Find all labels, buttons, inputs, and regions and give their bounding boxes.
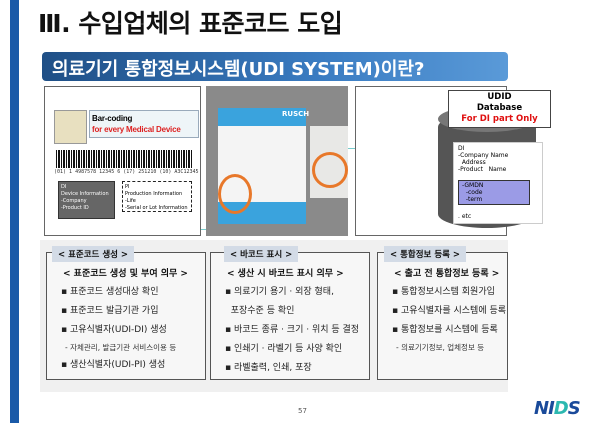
list-item: ▪ 표준코드 발급기관 가입: [61, 306, 159, 316]
text-line: -GMDN: [462, 182, 484, 189]
list-item: ▪ 고유식별자를 시스템에 등록: [392, 306, 507, 316]
list-item: ▪ 통합정보시스템 회원가입: [392, 287, 495, 297]
title-line: For DI part Only: [461, 114, 538, 124]
section-banner: 의료기기 통합정보시스템(UDI SYSTEM)이란?: [42, 52, 508, 81]
product-label-photo: RUSCH: [206, 86, 348, 236]
text-line: DI: [458, 145, 465, 152]
barcoding-label: Bar-coding for every Medical Device: [89, 110, 199, 138]
accent-bar: [10, 0, 19, 423]
text-line: -Product Name: [458, 166, 507, 173]
section-tab: < 표준코드 생성 >: [52, 246, 135, 262]
title-line: Database: [476, 103, 523, 113]
list-item: - 자체관리, 발급기관 서비스이용 등: [65, 343, 177, 352]
text-line: Device Information: [61, 191, 109, 197]
text-line: Production Information: [125, 191, 183, 197]
label-line: for every Medical Device: [92, 125, 181, 134]
section-tab: < 바코드 표시 >: [224, 246, 299, 262]
text-line: -Product ID: [61, 205, 89, 211]
list-item: ▪ 생산식별자(UDI-PI) 생성: [61, 360, 166, 370]
text-line: -Company: [61, 198, 87, 204]
list-item: ▪ 표준코드 생성대상 확인: [61, 287, 159, 297]
section-heading: < 표준코드 생성 및 부여 의무 >: [63, 269, 188, 279]
page-number: 57: [298, 407, 307, 415]
list-item: ▪ 고유식별자(UDI-DI) 생성: [61, 325, 167, 335]
text-line: -term: [462, 196, 483, 203]
section-heading: < 생산 시 바코드 표시 의무 >: [227, 269, 344, 279]
printer-image: [54, 110, 87, 144]
text-line: -Serial or Lot Information: [125, 205, 188, 211]
text-line: PI: [125, 184, 130, 190]
gmdn-box: -GMDN -code -term: [458, 180, 530, 205]
list-item: - 의료기기정보, 업체정보 등: [396, 343, 485, 352]
text-line: -code: [462, 189, 483, 196]
list-item: ▪ 인쇄기 · 라벨기 등 사양 확인: [225, 344, 343, 354]
brand-label: RUSCH: [282, 110, 310, 118]
title-line: UDID: [487, 92, 512, 102]
page-title: Ⅲ. 수입업체의 표준코드 도입: [38, 9, 343, 38]
text-line: DI: [61, 184, 67, 190]
db-fields-card: DI-Company Name Address-Product Name -GMD…: [453, 142, 543, 224]
label-line: Bar-coding: [92, 114, 133, 123]
list-item: ▪ 바코드 종류 · 크기 · 위치 등 결정: [225, 325, 360, 335]
nids-logo: NIDS: [534, 398, 581, 419]
list-item: ▪ 의료기기 용기 · 외장 형태,: [225, 287, 334, 297]
list-item: 포장수준 등 확인: [225, 306, 295, 316]
etc-text: . etc: [458, 213, 472, 220]
section-box: < 표준코드 생성 및 부여 의무 > ▪ 표준코드 생성대상 확인 ▪ 표준코드 …: [46, 252, 206, 380]
highlight-circle: [312, 152, 348, 188]
section-heading: < 출고 전 통합정보 등록 >: [394, 269, 500, 279]
barcode-image: [56, 150, 192, 168]
section-box: < 출고 전 통합정보 등록 > ▪ 통합정보시스템 회원가입 ▪ 고유식별자를 시…: [377, 252, 508, 380]
text-line: -Life: [125, 198, 136, 204]
section-box: < 생산 시 바코드 표시 의무 > ▪ 의료기기 용기 · 외장 형태, 포장수…: [210, 252, 370, 380]
text-line: Address: [458, 159, 486, 166]
text-line: -Company Name: [458, 152, 509, 159]
section-tab: < 통합정보 등록 >: [384, 246, 467, 262]
highlight-circle: [218, 174, 252, 214]
list-item: ▪ 라벨출력, 인쇄, 포장: [225, 363, 312, 373]
list-item: ▪ 통합정보를 시스템에 등록: [392, 325, 498, 335]
barcode-number: (01) 1 4987578 12345 6 (17) 251210 (10) …: [54, 169, 199, 175]
